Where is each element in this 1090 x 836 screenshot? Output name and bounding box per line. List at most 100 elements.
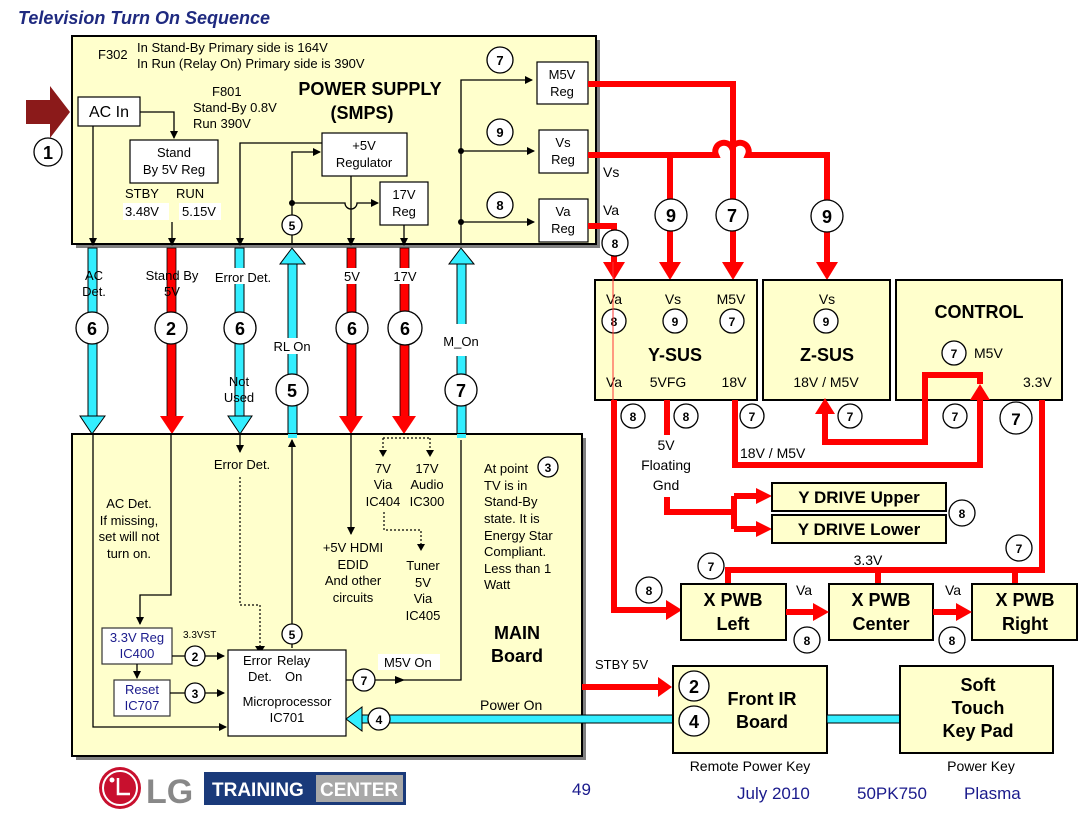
svg-text:+5V: +5V bbox=[352, 138, 376, 153]
svg-text:9: 9 bbox=[496, 125, 503, 140]
footer-model: 50PK750 bbox=[857, 784, 927, 803]
control-title: CONTROL bbox=[935, 302, 1024, 322]
svg-text:7: 7 bbox=[847, 410, 854, 424]
stby-5v-label: STBY 5V bbox=[595, 657, 649, 672]
tuner-note: Tuner 5V Via IC405 bbox=[406, 558, 441, 623]
svg-text:Error: Error bbox=[243, 653, 273, 668]
svg-text:Key Pad: Key Pad bbox=[942, 721, 1013, 741]
svg-text:5: 5 bbox=[287, 381, 297, 401]
zsus-step-9: 9 bbox=[813, 308, 839, 334]
ac-det-note: AC Det. If missing, set will not turn on… bbox=[99, 496, 160, 561]
svg-text:IC405: IC405 bbox=[406, 608, 441, 623]
svg-text:Stand: Stand bbox=[157, 145, 191, 160]
svg-text:CENTER: CENTER bbox=[320, 780, 398, 801]
error-det-bus-label: Error Det. bbox=[215, 270, 271, 285]
y-drive-lower-block: Y DRIVE Lower bbox=[771, 514, 947, 544]
control-3v3: 3.3V bbox=[1023, 374, 1052, 390]
svg-text:1: 1 bbox=[43, 143, 53, 163]
svg-text:7: 7 bbox=[361, 674, 368, 688]
standby-state-note: At point TV is in Stand-By state. It is … bbox=[484, 461, 553, 592]
z-sus-block bbox=[762, 279, 891, 401]
svg-text:Right: Right bbox=[1002, 614, 1048, 634]
svg-text:EDID: EDID bbox=[337, 557, 368, 572]
microprocessor-box: Error Det. Relay On Microprocessor IC701 bbox=[227, 649, 347, 737]
svg-text:And other: And other bbox=[325, 573, 382, 588]
17v-split-dotted bbox=[382, 437, 431, 450]
power-on-label: Power On bbox=[480, 697, 542, 713]
svg-text:Compliant.: Compliant. bbox=[484, 544, 546, 559]
step-7-xpwb-right: 7 bbox=[1005, 534, 1033, 562]
error-det-line bbox=[236, 142, 322, 246]
svg-text:Reg: Reg bbox=[392, 204, 416, 219]
svg-text:Regulator: Regulator bbox=[336, 155, 393, 170]
svg-text:+5V HDMI: +5V HDMI bbox=[323, 540, 383, 555]
step-8-xpwb-lc: 8 bbox=[793, 626, 821, 654]
svg-text:IC404: IC404 bbox=[366, 494, 401, 509]
svg-text:IC707: IC707 bbox=[125, 698, 160, 713]
step-8-xpwb-in: 8 bbox=[635, 576, 663, 604]
svg-text:Reset: Reset bbox=[125, 682, 159, 697]
svg-text:Via: Via bbox=[374, 477, 393, 492]
svg-text:Microprocessor: Microprocessor bbox=[243, 694, 333, 709]
svg-text:Floating: Floating bbox=[641, 457, 691, 473]
svg-text:Y DRIVE Upper: Y DRIVE Upper bbox=[798, 488, 920, 507]
svg-text:6: 6 bbox=[400, 319, 410, 339]
step-5-relay-marker: 5 bbox=[281, 623, 303, 645]
svg-text:8: 8 bbox=[630, 410, 637, 424]
zsus-out: 18V / M5V bbox=[793, 374, 859, 390]
va-reg-box: Va Reg bbox=[538, 198, 589, 243]
ac-det-bus-label-2: Det. bbox=[82, 284, 106, 299]
svg-text:Y DRIVE Lower: Y DRIVE Lower bbox=[798, 520, 921, 539]
ysus-m5v-in: M5V bbox=[717, 291, 746, 307]
xpwb-center-block: X PWB Center bbox=[828, 583, 934, 641]
step-7-control-in: 7 bbox=[942, 403, 968, 429]
svg-text:Audio: Audio bbox=[410, 477, 443, 492]
va-label-2: Va bbox=[945, 582, 961, 598]
svg-text:8: 8 bbox=[612, 237, 619, 251]
svg-text:9: 9 bbox=[822, 207, 832, 227]
svg-text:Board: Board bbox=[736, 712, 788, 732]
svg-text:turn on.: turn on. bbox=[107, 546, 151, 561]
svg-text:7: 7 bbox=[951, 347, 958, 361]
svg-text:8: 8 bbox=[611, 315, 618, 329]
svg-text:7: 7 bbox=[708, 560, 715, 574]
step-8-5vfg-a: 8 bbox=[620, 403, 646, 429]
svg-text:7: 7 bbox=[952, 410, 959, 424]
tuner-dotted-line bbox=[383, 512, 422, 545]
svg-text:7: 7 bbox=[496, 53, 503, 68]
step-3-reset-marker: 3 bbox=[184, 682, 206, 704]
svg-text:6: 6 bbox=[235, 319, 245, 339]
control-to-zsus-line bbox=[822, 372, 983, 445]
svg-text:8: 8 bbox=[646, 584, 653, 598]
svg-text:set will not: set will not bbox=[99, 529, 160, 544]
training-center-badge: TRAINING CENTER bbox=[204, 772, 406, 805]
keypad-to-ir-signal bbox=[826, 714, 901, 724]
svg-text:circuits: circuits bbox=[333, 590, 374, 605]
step-4-ir-marker: 4 bbox=[678, 705, 710, 737]
va-output-label: Va bbox=[603, 202, 619, 218]
svg-text:Relay: Relay bbox=[277, 653, 311, 668]
svg-text:Reg: Reg bbox=[550, 84, 574, 99]
step-7-xpwb-left: 7 bbox=[697, 552, 725, 580]
svg-text:Watt: Watt bbox=[484, 577, 511, 592]
vs-output-label: Vs bbox=[603, 164, 619, 180]
ysus-vs-in: Vs bbox=[665, 291, 681, 307]
footer-type: Plasma bbox=[964, 784, 1021, 803]
xpwb-right-block: X PWB Right bbox=[971, 583, 1078, 641]
ysus-va-in: Va bbox=[606, 291, 622, 307]
main-board-title: MAIN bbox=[494, 623, 540, 643]
standby-bus-label-2: 5V bbox=[164, 284, 180, 299]
svg-text:17V: 17V bbox=[392, 187, 415, 202]
m5v-on-label: M5V On bbox=[384, 655, 432, 670]
svg-text:Vs: Vs bbox=[555, 135, 571, 150]
17v-bus-label: 17V bbox=[393, 269, 416, 284]
svg-text:7: 7 bbox=[727, 206, 737, 226]
rl-on-line bbox=[291, 148, 321, 245]
vs-power-line bbox=[588, 139, 830, 262]
svg-text:X PWB: X PWB bbox=[995, 590, 1054, 610]
error-det-dotted-line bbox=[239, 477, 261, 648]
xpwb-left-block: X PWB Left bbox=[680, 583, 787, 641]
svg-text:3.3V Reg: 3.3V Reg bbox=[110, 630, 164, 645]
step-2-ir-marker: 2 bbox=[678, 670, 710, 702]
